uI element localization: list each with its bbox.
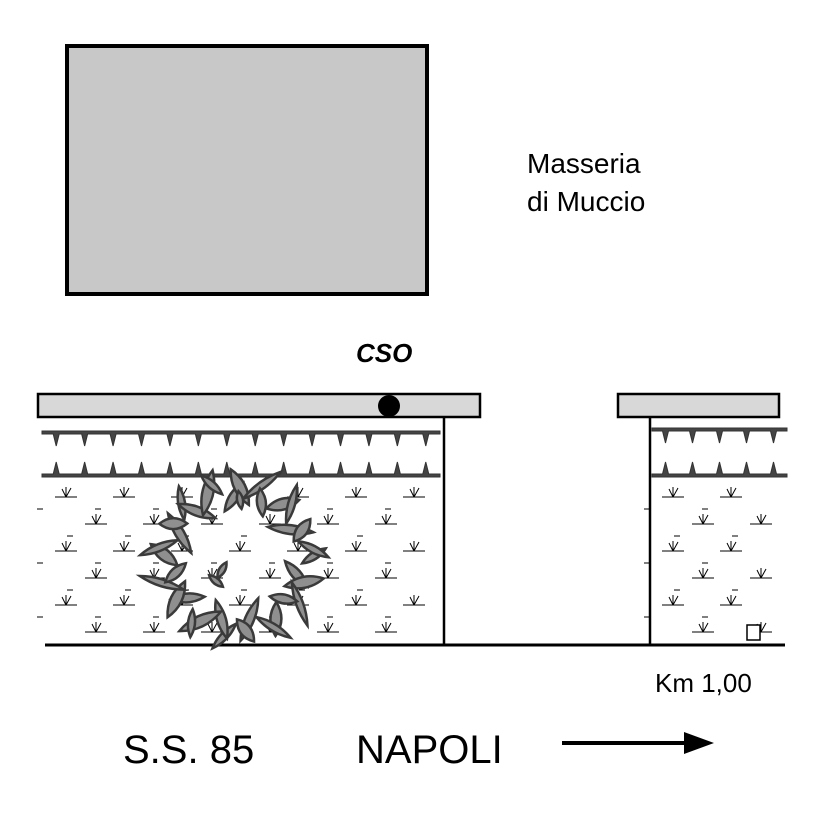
- masseria-label: Masseria di Muccio: [527, 145, 645, 221]
- shrub-ring-icon: [135, 466, 332, 651]
- hedge-row: [651, 461, 788, 478]
- hedge-row: [651, 427, 788, 444]
- road-strip-right: [616, 392, 781, 419]
- hedge-row: [41, 461, 441, 478]
- hedge-row: [41, 430, 441, 447]
- cso-label: CSO: [356, 338, 413, 368]
- grass-field-right: [644, 487, 772, 645]
- milestone-label: Km 1,00: [655, 668, 752, 698]
- milestone-marker: [746, 624, 761, 641]
- road-name-label: S.S. 85: [123, 728, 255, 772]
- masseria-name-line2: di Muccio: [527, 186, 646, 217]
- cso-point-marker: [378, 395, 400, 417]
- road-strip-left: [36, 392, 482, 419]
- masseria-name-line1: Masseria: [527, 148, 641, 179]
- masseria-building: [65, 44, 429, 296]
- direction-label: NAPOLI: [356, 728, 503, 772]
- grass-field-left: [37, 487, 425, 645]
- arrow-right-icon: [562, 732, 714, 754]
